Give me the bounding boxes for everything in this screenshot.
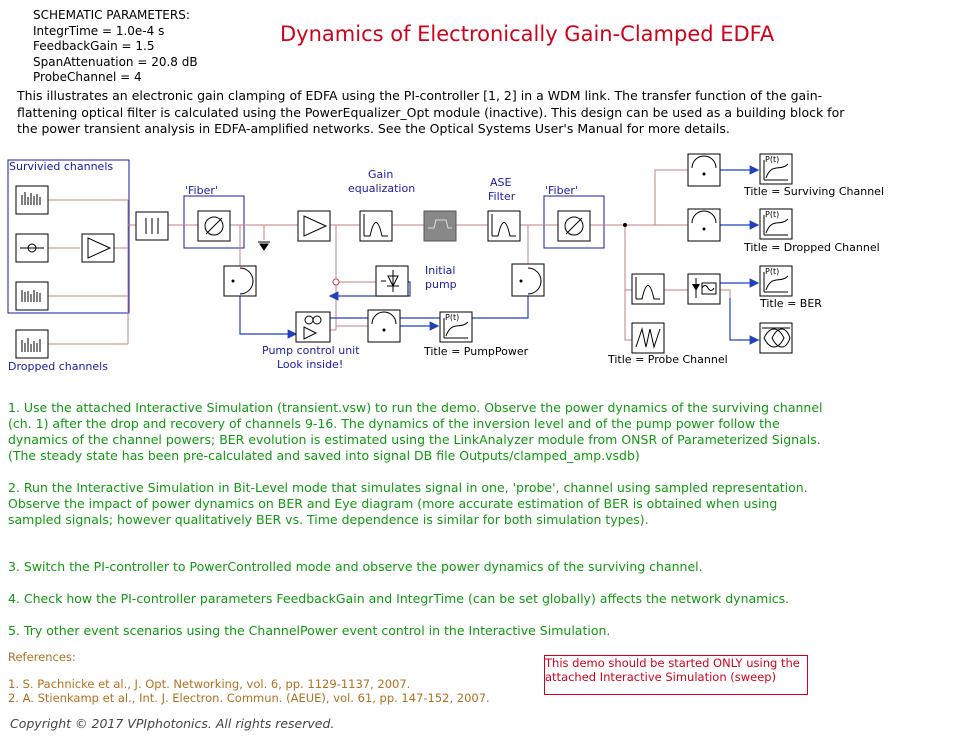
transmitter-icon[interactable] xyxy=(15,185,49,215)
eye-diagram-icon[interactable] xyxy=(759,322,793,354)
power-meter-icon[interactable] xyxy=(687,153,721,187)
gain-eq-label-2: equalization xyxy=(348,182,416,195)
title-probe: Title = Probe Channel xyxy=(608,353,728,366)
probe-filter-icon[interactable] xyxy=(631,273,665,305)
ground-icon xyxy=(258,241,270,251)
page-title: Dynamics of Electronically Gain-Clamped … xyxy=(280,22,775,46)
step-2: 2. Run the Interactive Simulation in Bit… xyxy=(8,480,808,527)
pt-label: P(t) xyxy=(445,313,460,322)
step-5: 5. Try other event scenarios using the C… xyxy=(8,623,611,638)
edfa-amplifier-icon[interactable] xyxy=(297,210,331,242)
gain-eq-label-1: Gain xyxy=(368,168,394,181)
step-4: 4. Check how the PI-controller parameter… xyxy=(8,591,790,606)
references-heading: References: xyxy=(8,650,76,664)
power-meter-icon[interactable] xyxy=(687,208,721,242)
pt-label: P(t) xyxy=(765,210,780,219)
pump-laser-icon[interactable] xyxy=(375,265,409,297)
transmitter-icon[interactable] xyxy=(15,281,49,311)
warning-box: This demo should be started ONLY using t… xyxy=(544,655,808,695)
power-meter-icon[interactable] xyxy=(367,309,401,343)
initial-pump-label-1: Initial xyxy=(425,264,456,277)
fiber-icon[interactable] xyxy=(557,210,591,242)
param-probe-channel: ProbeChannel = 4 xyxy=(33,70,142,84)
fiber2-label: 'Fiber' xyxy=(545,184,578,197)
schematic-parameters: SCHEMATIC PARAMETERS: IntegrTime = 1.0e-… xyxy=(33,8,198,86)
title-pumppower: Title = PumpPower xyxy=(424,345,529,358)
copyright: Copyright © 2017 VPIphotonics. All right… xyxy=(10,716,335,731)
transmitter-icon[interactable] xyxy=(15,329,49,359)
power-equalizer-icon[interactable] xyxy=(423,210,457,242)
ase-filter-label-1: ASE xyxy=(490,176,512,189)
pump-control-unit-icon[interactable] xyxy=(295,311,331,343)
param-feedback-gain: FeedbackGain = 1.5 xyxy=(33,39,155,53)
params-heading: SCHEMATIC PARAMETERS: xyxy=(33,8,190,22)
probe-signal-icon[interactable] xyxy=(631,322,665,354)
ase-filter-icon[interactable] xyxy=(487,210,521,242)
fiber-icon[interactable] xyxy=(197,210,231,242)
title-dropped: Title = Dropped Channel xyxy=(744,241,880,254)
pt-label: P(t) xyxy=(765,267,780,276)
ase-filter-label-2: Filter xyxy=(488,190,516,203)
step-1-note: (The steady state has been pre-calculate… xyxy=(8,448,640,463)
plot-scope-icon[interactable] xyxy=(759,265,793,297)
filter-icon[interactable] xyxy=(359,210,393,242)
fiber1-frame xyxy=(183,195,245,249)
reference-1[interactable]: 1. S. Pachnicke et al., J. Opt. Networki… xyxy=(8,677,411,691)
description: This illustrates an electronic gain clam… xyxy=(17,88,845,136)
reference-2[interactable]: 2. A. Stienkamp et al., Int. J. Electron… xyxy=(8,691,490,705)
initial-pump-label-2: pump xyxy=(425,278,457,291)
transmitter-icon[interactable] xyxy=(15,233,49,263)
title-ber: Title = BER xyxy=(760,297,822,310)
param-span-attenuation: SpanAttenuation = 20.8 dB xyxy=(33,54,198,69)
plot-scope-icon[interactable] xyxy=(759,208,793,240)
step-3: 3. Switch the PI-controller to PowerCont… xyxy=(8,559,703,574)
power-meter-icon[interactable] xyxy=(223,265,257,297)
survived-channels-label: Survivied channels xyxy=(9,160,114,173)
fiber2-frame xyxy=(543,195,605,249)
fiber1-label: 'Fiber' xyxy=(185,184,218,197)
pump-control-label-2: Look inside! xyxy=(277,358,344,371)
power-meter-icon[interactable] xyxy=(511,263,545,297)
pump-control-label-1: Pump control unit xyxy=(262,344,360,357)
title-surviving: Title = Surviving Channel xyxy=(744,185,885,198)
pt-label: P(t) xyxy=(765,155,780,164)
step-1: 1. Use the attached Interactive Simulati… xyxy=(8,400,823,447)
amplifier-icon[interactable] xyxy=(81,233,115,263)
ber-receiver-icon[interactable] xyxy=(687,273,721,305)
survived-channels-frame xyxy=(7,159,130,314)
plot-scope-icon[interactable] xyxy=(439,311,473,343)
plot-scope-icon[interactable] xyxy=(759,153,793,185)
dropped-channels-label: Dropped channels xyxy=(8,360,108,373)
multiplexer-icon[interactable] xyxy=(135,211,169,241)
param-integr-time: IntegrTime = 1.0e-4 s xyxy=(33,23,165,38)
